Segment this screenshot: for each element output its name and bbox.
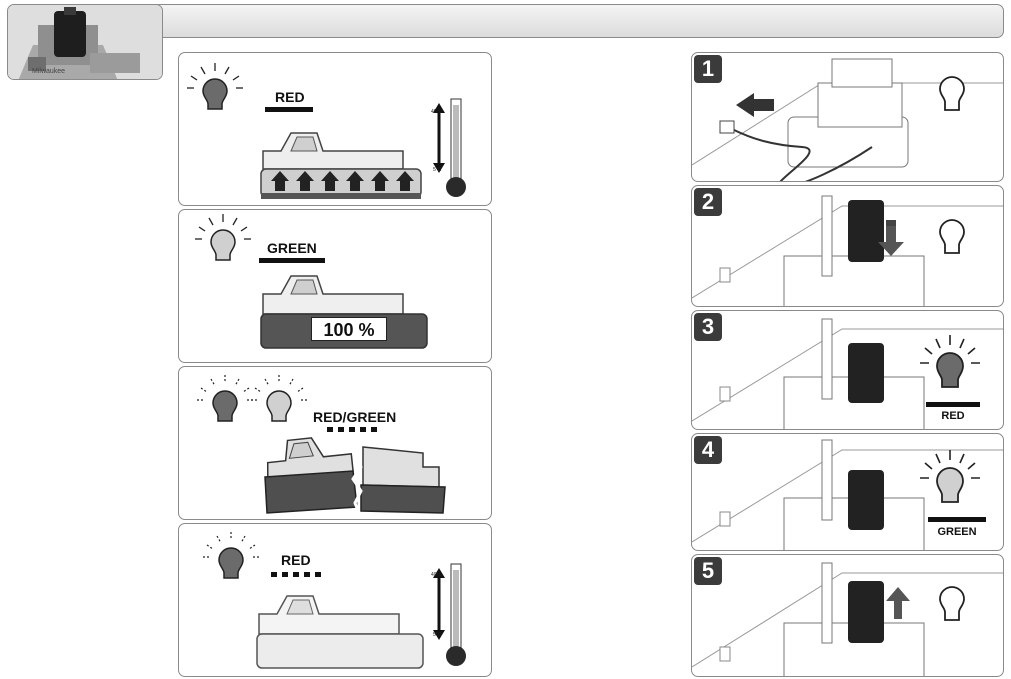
red-light-on-icon: [920, 335, 980, 388]
step-panel-4: 4 GREEN: [691, 433, 1004, 551]
solid-indicator-bar: [928, 517, 986, 522]
charge-percentage: 100 %: [311, 317, 387, 341]
status-label: RED/GREEN: [313, 409, 397, 425]
red-light-on-icon: [187, 63, 243, 110]
red-light-blinking-icon: [203, 532, 259, 579]
temp-low-label: 5°C: [433, 167, 442, 173]
step-number: 5: [694, 557, 722, 585]
insert-battery-illustration: [692, 195, 1003, 306]
battery-heating-icon: [260, 132, 422, 199]
remove-battery-illustration: [692, 562, 1003, 676]
battery-broken-icon: [264, 437, 446, 514]
step-panel-5: 5: [691, 554, 1004, 677]
step-number: 2: [694, 188, 722, 216]
svg-text:Milwaukee: Milwaukee: [32, 68, 65, 75]
solid-indicator-bar: [926, 402, 980, 407]
step-number: 3: [694, 313, 722, 341]
step-panel-1: 1: [691, 52, 1004, 182]
step-number: 4: [694, 436, 722, 464]
green-light-on-icon: [195, 214, 251, 261]
charging-red-illustration: [692, 318, 1003, 429]
thermometer-icon: [433, 563, 466, 666]
status-panel-red-green-blinking: RED/GREEN: [178, 366, 492, 520]
header-bar: [8, 4, 1004, 38]
battery-full-icon: [260, 275, 428, 349]
light-off-icon: [939, 586, 965, 621]
status-panel-green-solid: GREEN 100 %: [178, 209, 492, 363]
charger-thumbnail: Milwaukee: [7, 4, 163, 80]
light-off-icon: [939, 219, 965, 254]
solid-indicator-bar: [265, 107, 313, 112]
blinking-indicator-bar: [327, 427, 379, 432]
green-light-blinking-icon: [251, 375, 307, 422]
light-label: GREEN: [937, 526, 977, 538]
blinking-indicator-bar: [271, 572, 323, 577]
status-label: RED: [275, 89, 305, 105]
step-panel-2: 2: [691, 185, 1004, 307]
plug-in-charger-illustration: [692, 58, 1003, 181]
status-label: GREEN: [267, 240, 317, 256]
battery-empty-icon: [256, 595, 424, 669]
temp-high-label: 40°C: [431, 572, 443, 578]
step-number: 1: [694, 55, 722, 83]
green-light-on-icon: [920, 450, 980, 503]
temp-high-label: 40°C: [431, 109, 443, 115]
status-panel-red-solid: RED 40°C 5°C: [178, 52, 492, 206]
status-panel-red-blinking: RED 40°C 5°C: [178, 523, 492, 677]
charger-with-battery-icon: Milwaukee: [8, 5, 162, 79]
status-label: RED: [281, 552, 311, 568]
step-panel-3: 3 RED: [691, 310, 1004, 430]
solid-indicator-bar: [259, 258, 325, 263]
light-label: RED: [941, 410, 965, 422]
thermometer-icon: [433, 98, 466, 197]
light-off-icon: [939, 76, 965, 111]
charging-green-illustration: [692, 439, 1003, 550]
red-light-blinking-icon: [197, 375, 253, 422]
temp-low-label: 5°C: [433, 632, 442, 638]
